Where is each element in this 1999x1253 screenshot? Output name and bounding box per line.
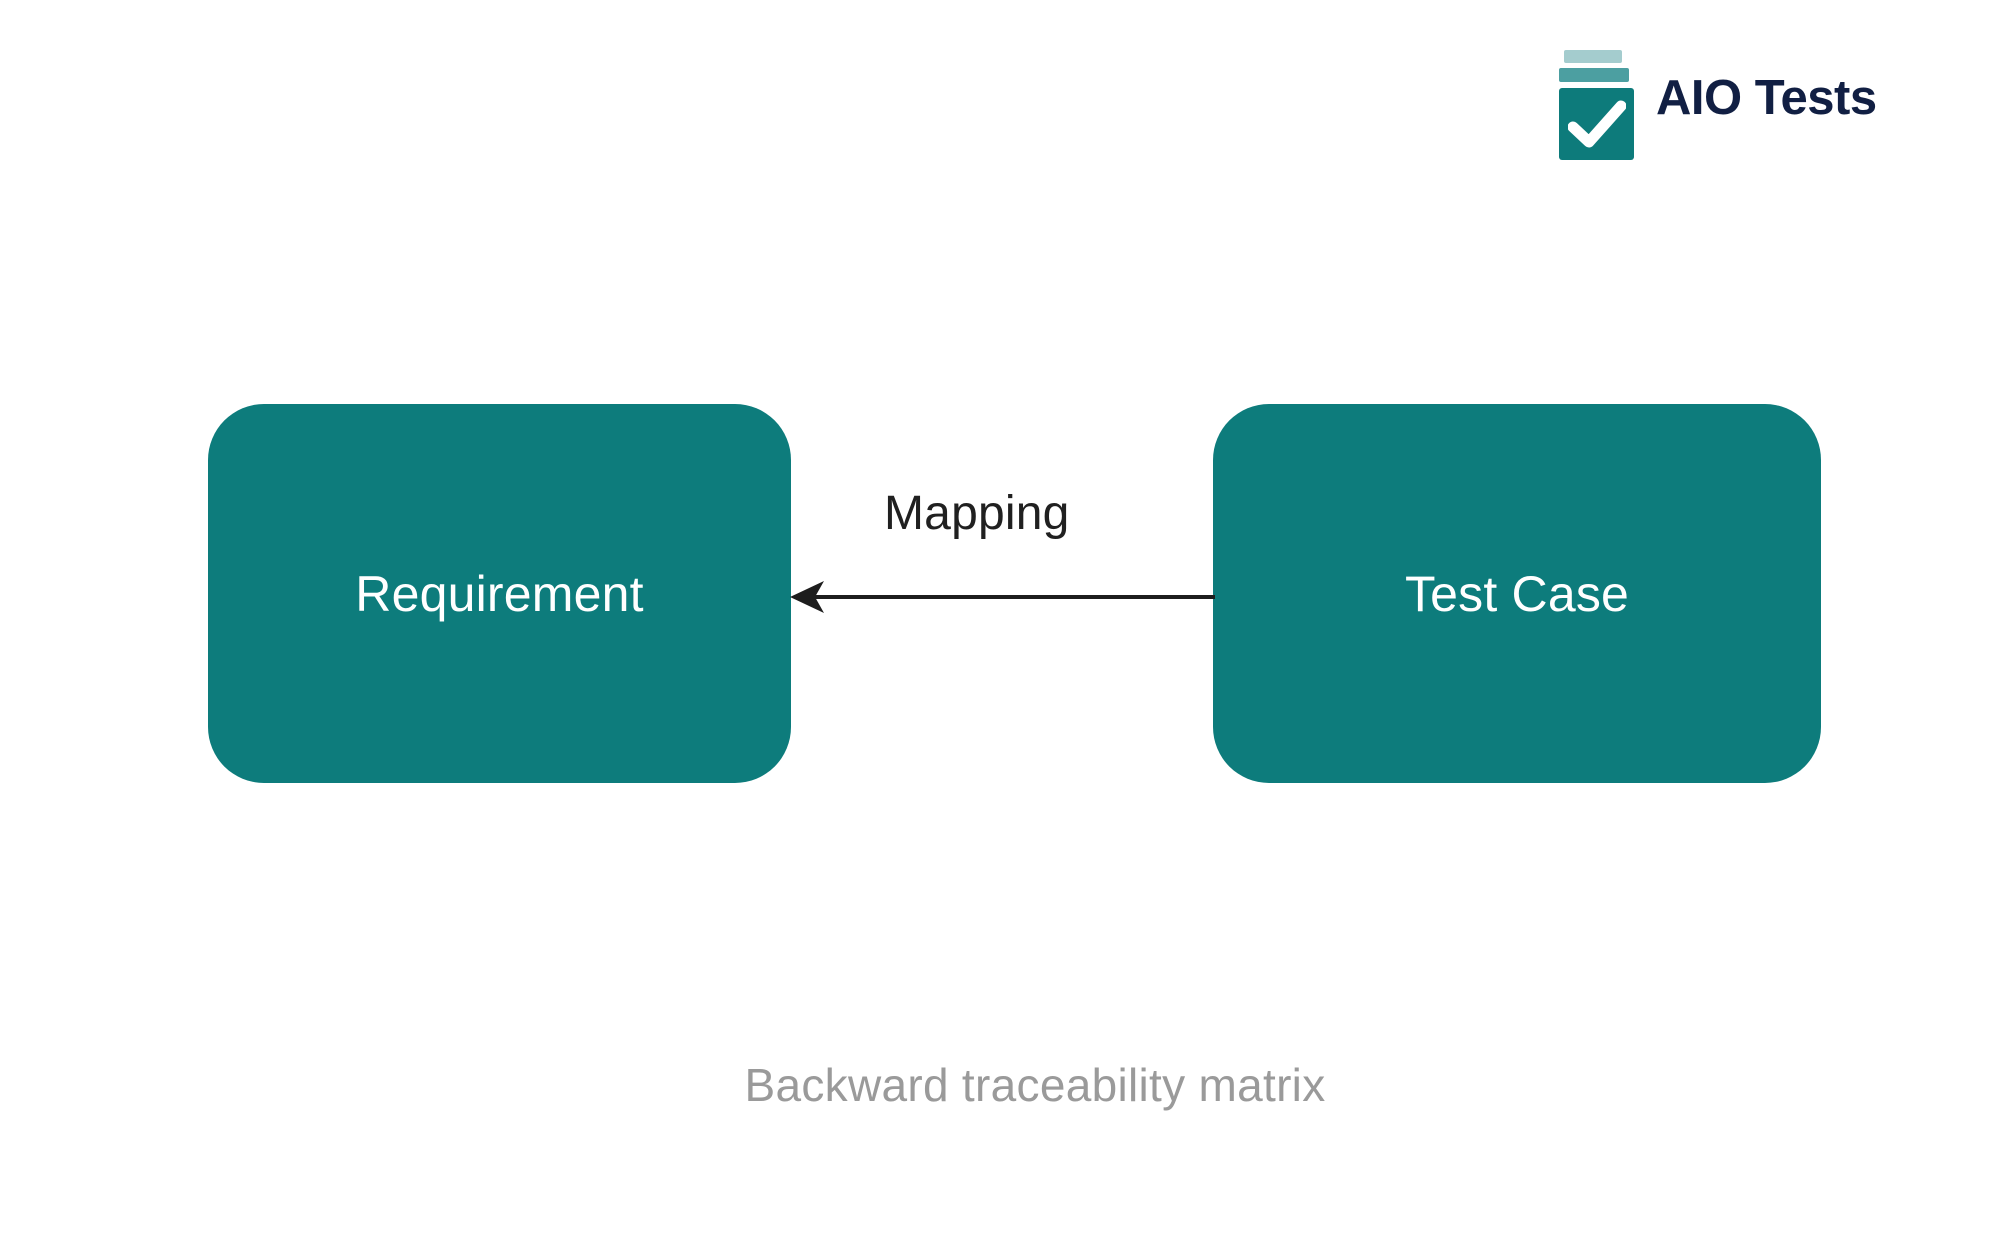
node-test-case[interactable]: Test Case [1213,404,1821,783]
checkmark-icon [1568,100,1626,148]
arrowhead-icon [790,581,824,613]
brand-name: AIO Tests [1656,71,1877,125]
node-requirement-label: Requirement [355,565,644,622]
node-test-case-label: Test Case [1404,565,1630,622]
brand-lockup: AIO Tests [1556,50,1976,165]
edge-label-mapping: Mapping [884,487,1070,540]
edge-arrow-mapping [790,581,1215,613]
diagram-caption: Backward traceability matrix [744,1059,1326,1111]
logo-check-square [1559,88,1634,160]
node-requirement[interactable]: Requirement [208,404,791,783]
logo-stack-bar-middle [1559,68,1629,82]
logo-stack-bar-top [1564,50,1622,63]
aio-tests-logo-icon [1556,50,1638,162]
